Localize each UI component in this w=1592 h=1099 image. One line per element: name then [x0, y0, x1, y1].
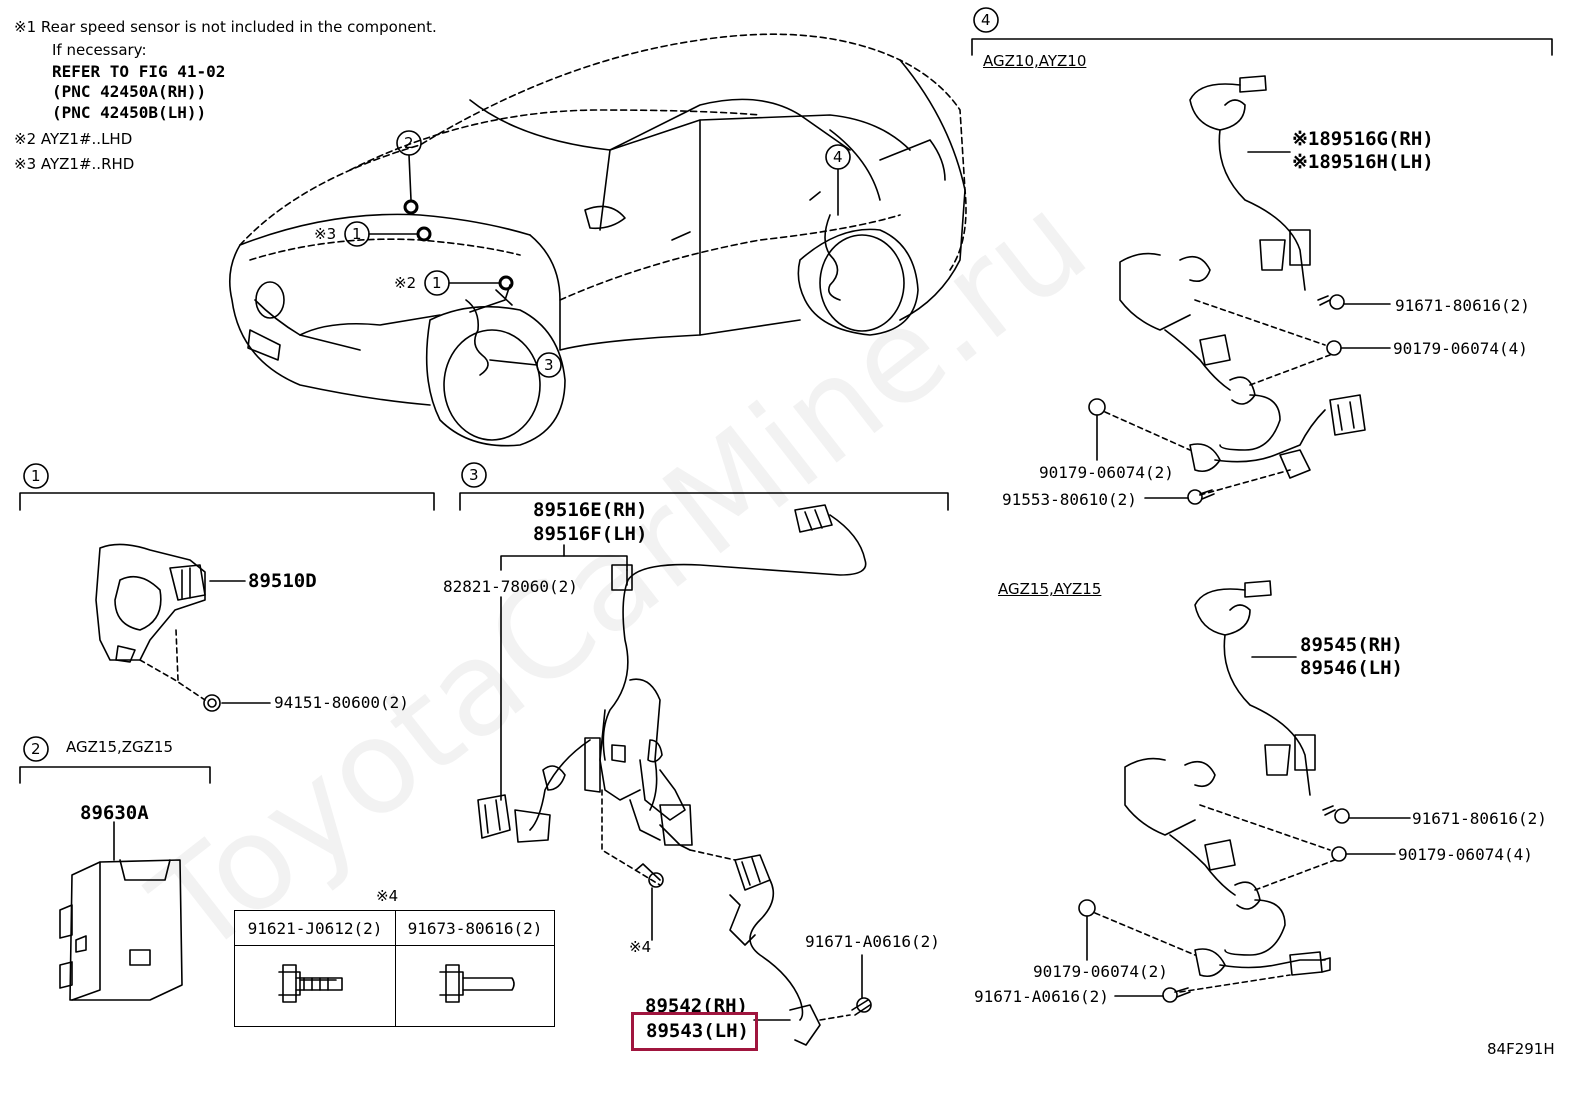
car-callout-circles [344, 130, 851, 378]
car-callout-4[interactable]: 4 [833, 148, 843, 166]
section2-bracket [19, 736, 211, 784]
part-91553-label[interactable]: 91553-80610(2) [1002, 490, 1137, 509]
part-89542-label[interactable]: 89542(RH) [645, 995, 748, 1017]
star4-mark: ※4 [629, 938, 652, 956]
note-if-necessary: If necessary: [52, 41, 147, 59]
model-agz15: AGZ15,AYZ15 [998, 580, 1102, 598]
table-cell-91621[interactable]: 91621-J0612(2) [234, 910, 396, 946]
part-89630A-label[interactable]: 89630A [80, 802, 149, 824]
car-mark-2: ※2 [394, 274, 417, 292]
part-89516F-label[interactable]: 89516F(LH) [533, 523, 648, 545]
part-90179-2-b-label[interactable]: 90179-06074(2) [1033, 962, 1168, 981]
car-callout-1b[interactable]: 1 [432, 274, 442, 292]
bolt-table: 91621-J0612(2) 91673-80616(2) [234, 910, 555, 1027]
front-harness-drawing [477, 504, 867, 941]
pnc-lh: (PNC 42450B(LH)) [52, 103, 207, 122]
part-90179-2-a-label[interactable]: 90179-06074(2) [1039, 463, 1174, 482]
section1-bracket [19, 463, 435, 511]
note-rear-sensor: ※1 Rear speed sensor is not included in … [14, 18, 437, 36]
part-89516G-label[interactable]: ※189516G(RH) [1292, 128, 1434, 150]
table-cell-bolt-image-2 [395, 945, 555, 1027]
part-90179-4-b-label[interactable]: 90179-06074(4) [1398, 845, 1533, 864]
part-89516H-label[interactable]: ※189516H(LH) [1292, 151, 1434, 173]
part-90179-4-a-label[interactable]: 90179-06074(4) [1393, 339, 1528, 358]
part-89630A-drawing [59, 821, 183, 1001]
section3-number: 3 [469, 466, 479, 484]
part-82821-label[interactable]: 82821-78060(2) [443, 577, 578, 596]
rear-harness-a-drawing [1088, 75, 1391, 505]
car-callout-1a[interactable]: 1 [352, 225, 362, 243]
section4-number: 4 [981, 11, 991, 29]
note-rhd: ※3 AYZ1#..RHD [14, 155, 135, 173]
part-91671-A0616-b-label[interactable]: 91671-A0616(2) [974, 987, 1109, 1006]
car-callout-3[interactable]: 3 [544, 356, 554, 374]
part-89543-label-highlighted[interactable]: 89543(LH) [631, 1012, 758, 1051]
vehicle-outline [229, 33, 967, 447]
part-89510D-drawing [95, 543, 271, 712]
section2-number: 2 [31, 740, 41, 758]
part-91671-A0616-label[interactable]: 91671-A0616(2) [805, 932, 940, 951]
model-agz10: AGZ10,AYZ10 [983, 52, 1087, 70]
part-94151-label[interactable]: 94151-80600(2) [274, 693, 409, 712]
section4-bracket [971, 7, 1553, 56]
car-mark-3: ※3 [314, 225, 337, 243]
front-speed-sensor-drawing [729, 854, 872, 1046]
table-star4-header: ※4 [376, 887, 399, 905]
pnc-rh: (PNC 42450A(RH)) [52, 82, 207, 101]
table-cell-91673[interactable]: 91673-80616(2) [395, 910, 555, 946]
figure-code: 84F291H [1487, 1040, 1555, 1058]
part-91671-80616-b-label[interactable]: 91671-80616(2) [1412, 809, 1547, 828]
part-89510D-label[interactable]: 89510D [248, 570, 317, 592]
part-89546-label[interactable]: 89546(LH) [1300, 657, 1403, 679]
refer-fig-link[interactable]: REFER TO FIG 41-02 [52, 62, 226, 81]
part-91671-80616-a-label[interactable]: 91671-80616(2) [1395, 296, 1530, 315]
rear-harness-b-drawing [1078, 580, 1411, 1003]
table-cell-bolt-image-1 [234, 945, 396, 1027]
section1-number: 1 [31, 467, 41, 485]
note-lhd: ※2 AYZ1#..LHD [14, 130, 133, 148]
part-89516E-label[interactable]: 89516E(RH) [533, 499, 648, 521]
section2-model: AGZ15,ZGZ15 [66, 738, 174, 756]
car-callout-2[interactable]: 2 [404, 134, 414, 152]
part-89545-label[interactable]: 89545(RH) [1300, 634, 1403, 656]
